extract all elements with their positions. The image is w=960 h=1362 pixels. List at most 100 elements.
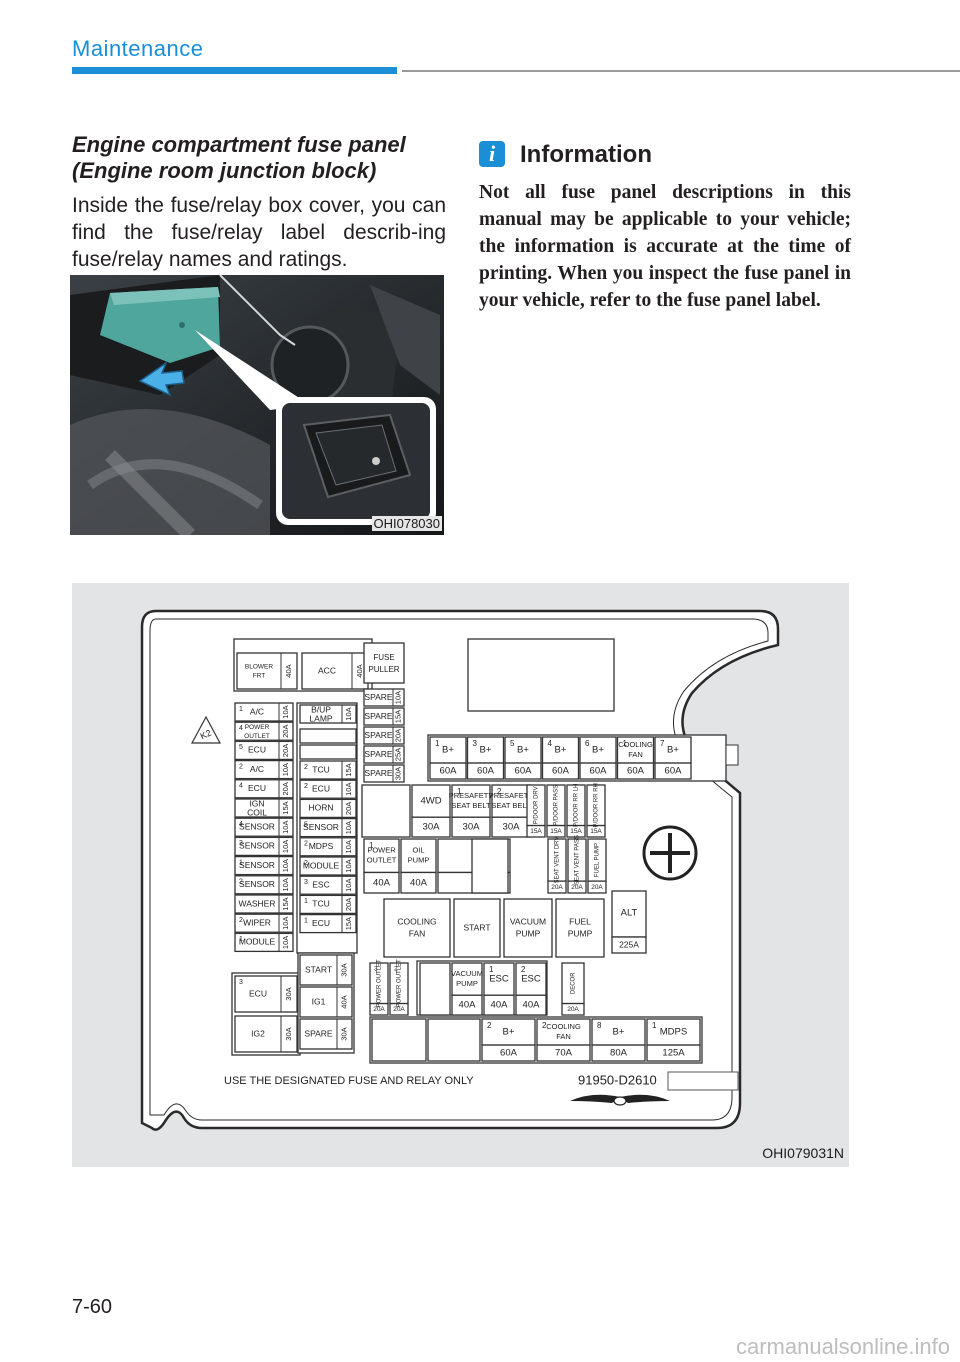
mid-v2-2-label: FUEL PUMP — [595, 843, 601, 877]
mid-b-2-top — [437, 838, 474, 874]
low-row-0-label-2: PUMP — [456, 979, 478, 988]
bottom-row-1-number: 2 — [542, 1021, 547, 1030]
mid-a-2-label-2: SEAT BELT — [491, 801, 531, 810]
mid-b-0-number: 1 — [369, 841, 374, 850]
mid-v2-1-rating: 20A — [571, 884, 583, 891]
relay-3-label: FUEL — [569, 916, 591, 926]
section-title: Engine compartment fuse panel (Engine ro… — [72, 132, 406, 183]
top-row-0-rating: 60A — [440, 766, 458, 777]
mid-v1-0-bottom — [526, 824, 546, 838]
top-row-5-bottom — [616, 762, 655, 780]
top-row-6-label: B+ — [667, 745, 679, 756]
mid-v1-0-label: P/DOOR DRV — [534, 786, 540, 824]
low-row-0-rating: 40A — [459, 1000, 477, 1011]
bottom-row-1-top — [536, 1018, 591, 1046]
fuse-puller-label: FUSE — [373, 653, 394, 662]
col-a-0-rating: 10A — [281, 705, 290, 718]
relay-3-label-2: PUMP — [568, 928, 593, 938]
mid-v1-2-rating: 15A — [570, 828, 582, 835]
alt-rating: 225A — [619, 939, 639, 949]
engine-compartment-photo: OHI078030 — [70, 275, 444, 535]
top-row-5-label-2: FAN — [628, 750, 643, 759]
mid-b-1-label: OIL — [412, 846, 424, 855]
low-row-2-rating: 40A — [523, 1000, 541, 1011]
mid-v1-3-bottom — [586, 824, 606, 838]
bottom-row-blank-1 — [371, 1018, 427, 1062]
left-bottom-1-fuse — [234, 1015, 298, 1053]
spare-4-rating: 30A — [393, 767, 402, 780]
mid-a-0-bottom — [411, 816, 451, 838]
col-b-9-number: 1 — [304, 917, 308, 924]
mid-v1-0-rating: 15A — [530, 828, 542, 835]
engine-photo-illustration — [70, 275, 444, 535]
mid-v1-1-bottom — [546, 824, 566, 838]
low-v-0-bottom — [369, 1002, 389, 1016]
col-b-6-rating: 10A — [344, 859, 353, 872]
logo-center — [613, 1096, 627, 1106]
low-row-2-number: 2 — [521, 965, 526, 974]
start-col-1-rating: 40A — [339, 995, 348, 1008]
col-a-10-rating: 15A — [281, 897, 290, 910]
col-b-0-rating: 10A — [344, 707, 353, 720]
col-a-9-number: 2 — [239, 879, 243, 886]
col-a-4-rating: 20A — [281, 782, 290, 795]
low-row-2-label: ESC — [521, 974, 541, 985]
top-row-1-rating: 60A — [477, 766, 495, 777]
mid-a-1-rating: 30A — [463, 822, 481, 833]
top-row-1-number: 3 — [473, 739, 478, 748]
mid-v2-1-bottom — [567, 880, 587, 894]
mid-a-2-rating: 30A — [503, 822, 521, 833]
low-row-1-bottom — [483, 994, 515, 1016]
decor-rating: 20A — [567, 1006, 579, 1013]
col-a-1-rating: 20A — [281, 725, 290, 738]
k2-label: K2 — [199, 728, 213, 742]
relay-0-label: COOLING — [397, 916, 436, 926]
mid-v1-1-rating: 15A — [550, 828, 562, 835]
mid-v1-2-label: P/DOOR RR LH — [574, 784, 580, 827]
top-row-4-rating: 60A — [590, 766, 608, 777]
mid-b-0-rating: 40A — [373, 877, 391, 888]
mid-a-1-label: PRESAFETY — [449, 791, 494, 800]
bottom-row-0-number: 2 — [487, 1021, 492, 1030]
col-a-11-label: WIPER — [243, 917, 271, 927]
top-row-6-number: 7 — [660, 739, 665, 748]
mid-b-2-bottom — [437, 871, 474, 894]
relay-0-label-2: FAN — [409, 928, 426, 938]
col-b-5-number: 2 — [304, 841, 308, 848]
bottom-row-1-rating: 70A — [555, 1048, 573, 1059]
col-a-12-rating: 10A — [281, 936, 290, 949]
start-col-2-label: SPARE — [304, 1028, 333, 1038]
col-a-6-number: 4 — [239, 821, 243, 828]
blower-frt-label-2: FRT — [253, 673, 266, 680]
left-bottom-1-label: IG2 — [251, 1028, 265, 1038]
col-b-5-rating: 10A — [344, 840, 353, 853]
col-a-8-number: 1 — [239, 859, 243, 866]
blower-frt-label: BLOWER — [245, 664, 273, 671]
relay-2-label: VACUUM — [510, 916, 546, 926]
bottom-row-0-rating: 60A — [500, 1048, 518, 1059]
intro-paragraph: Inside the fuse/relay box cover, you can… — [72, 194, 446, 271]
diagram-caption: OHI079031N — [762, 1145, 844, 1161]
start-col-1-fuse — [299, 986, 353, 1018]
blank-relay-area — [467, 638, 615, 712]
spare-1-fuse — [363, 707, 405, 726]
alt-rating-box — [611, 936, 647, 954]
spare-2-fuse — [363, 726, 405, 745]
col-a-2-label: ECU — [248, 745, 266, 755]
mid-v2-0-label: SEAT VENT DRV — [555, 837, 561, 884]
spare-2-rating: 20A — [393, 729, 402, 742]
col-b-8-number: 1 — [304, 898, 308, 905]
left-bottom-1-rating: 30A — [284, 1027, 293, 1040]
start-col-2-fuse — [299, 1018, 353, 1050]
mid-v1-2-bottom — [566, 824, 586, 838]
mid-v2-2-rating: 20A — [591, 884, 603, 891]
logo-wing-right — [620, 1094, 670, 1103]
bottom-row-0-label: B+ — [503, 1027, 515, 1038]
mid-a-2-number: 2 — [497, 787, 502, 796]
col-b-0-label-2: LAMP — [309, 713, 332, 723]
mid-v1-1-label: P/DOOR PASS — [554, 785, 560, 826]
mid-v2-0-bottom — [547, 880, 567, 894]
top-row-2-label: B+ — [517, 745, 529, 756]
col-a-9-label: SENSOR — [239, 879, 275, 889]
